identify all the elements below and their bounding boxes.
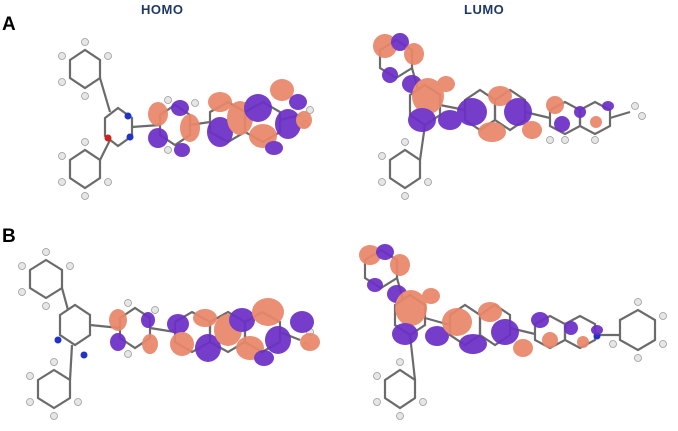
lumo-column-header: LUMO [464,2,505,17]
panel-b-homo [18,248,320,420]
hydrogen-atoms [58,38,314,200]
lumo-orbital-lobes [373,33,614,142]
row-label-a: A [2,14,16,35]
hydrogen-atoms [18,248,314,420]
homo-orbital-lobes [109,298,320,366]
panel-a-lumo [373,33,646,200]
lumo-orbital-lobes [359,244,603,357]
hydrogen-atoms [378,102,646,200]
heteroatoms [104,112,134,142]
homo-orbital-lobes [148,79,312,157]
hydrogen-atoms [373,298,667,420]
molecule-skeleton [28,258,301,410]
homo-column-header: HOMO [141,2,184,17]
row-label-b: B [2,226,16,247]
panel-a-homo [58,38,314,200]
panel-b-lumo [359,244,667,420]
heteroatoms [54,336,88,359]
